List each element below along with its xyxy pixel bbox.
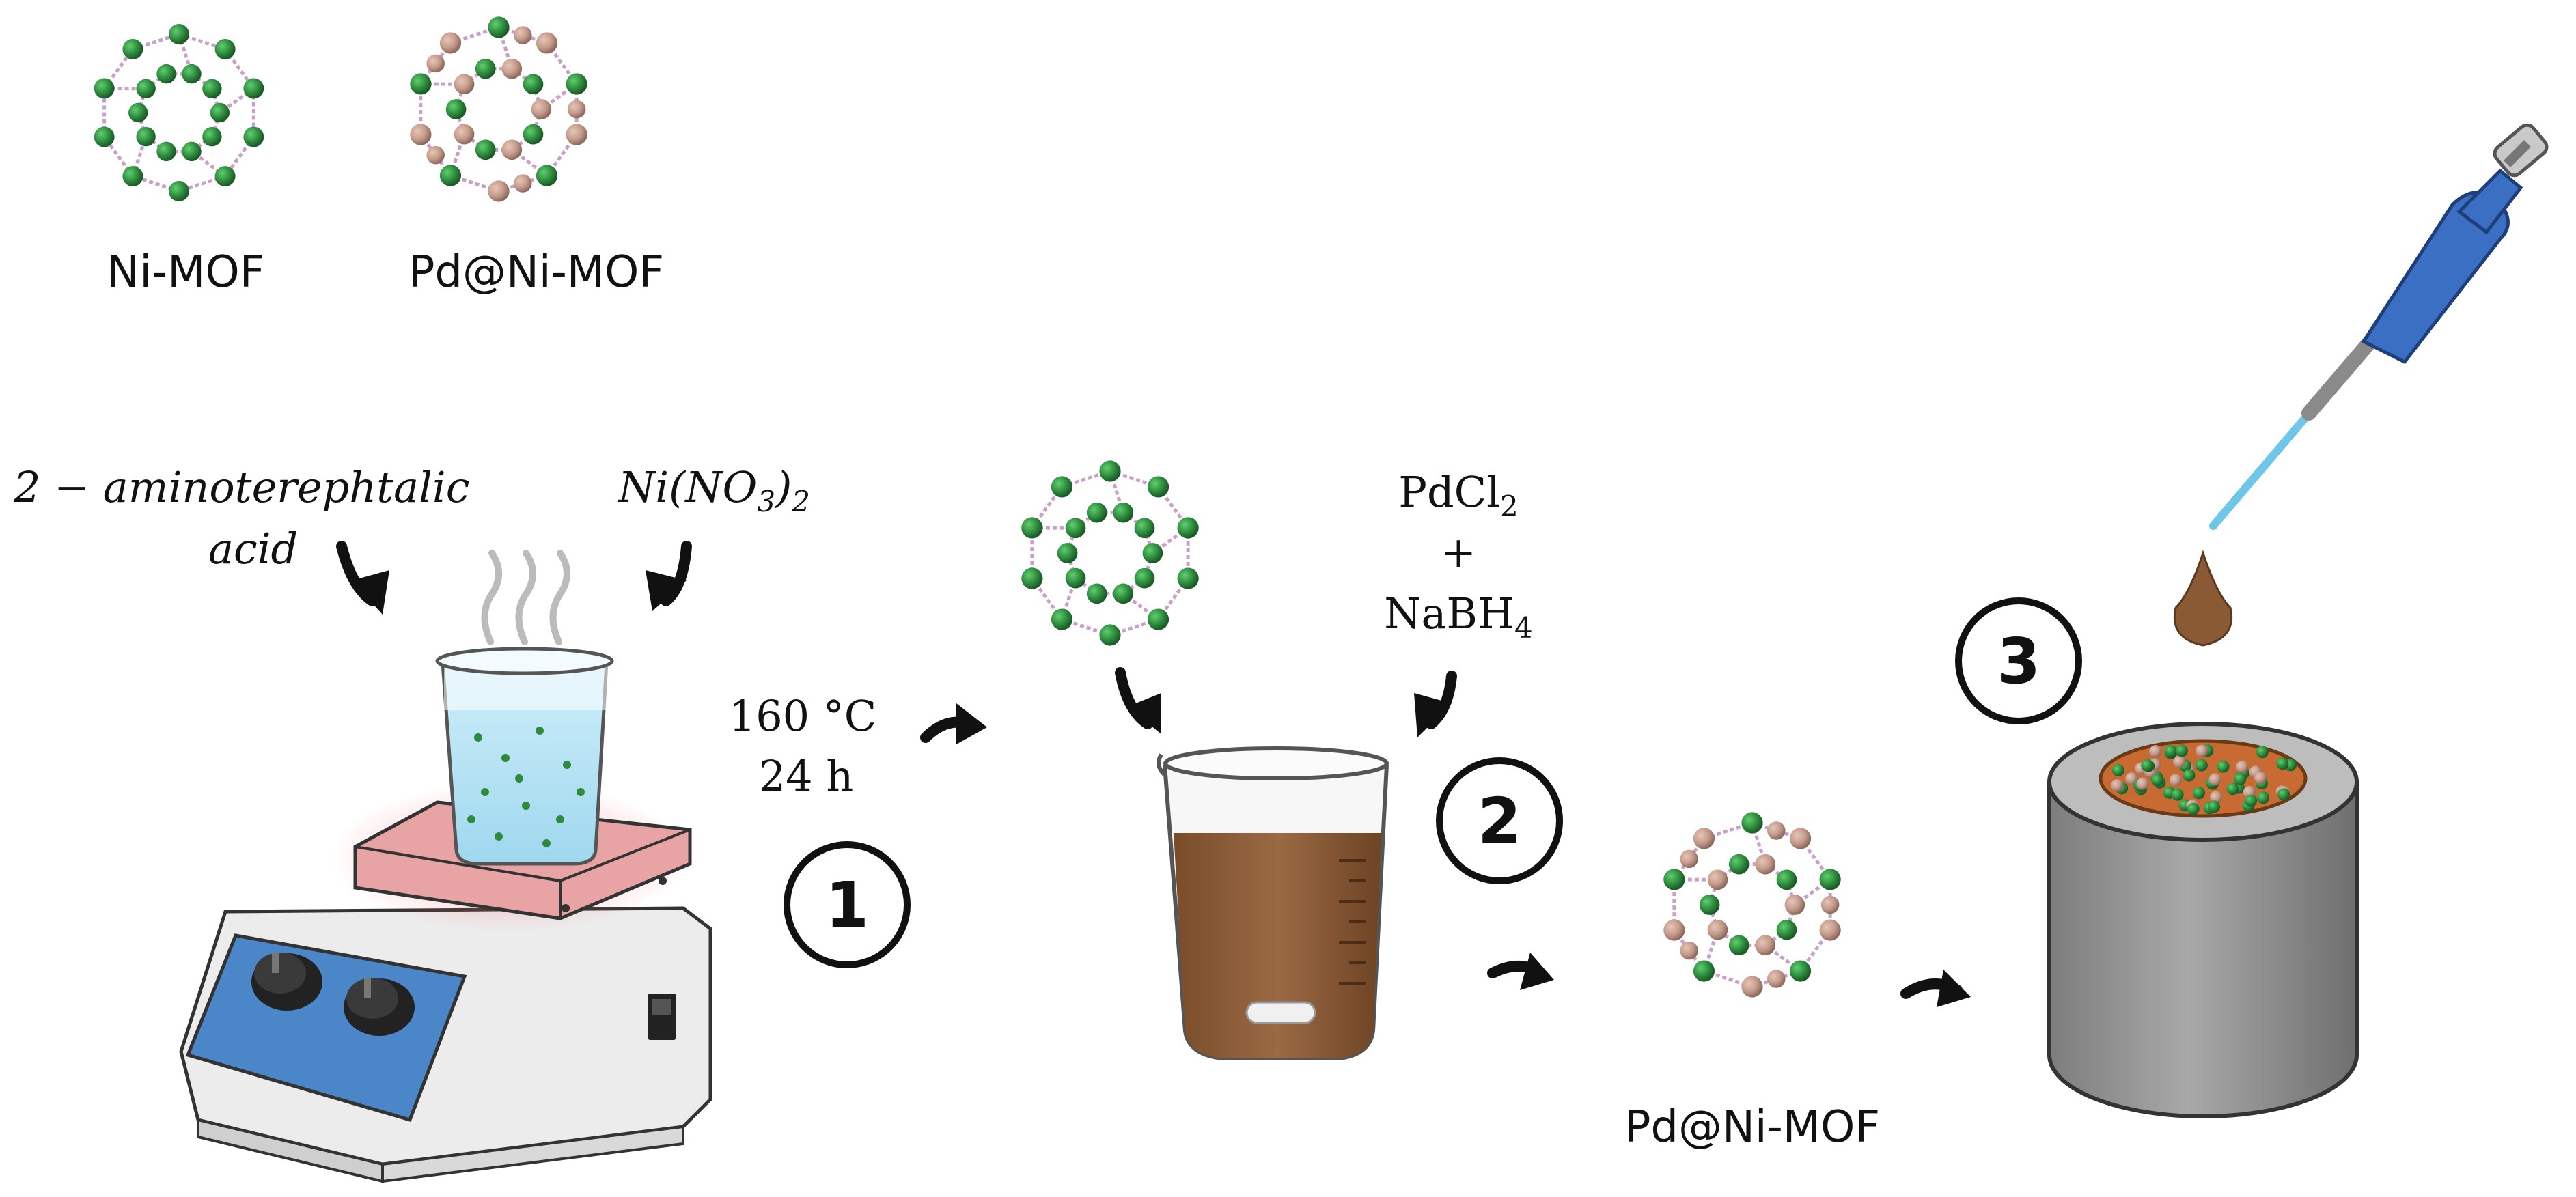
arrow-reducer-in-head (1414, 693, 1452, 737)
droplet-icon (2173, 550, 2233, 647)
beaker-heating (435, 550, 614, 866)
steam-icon (481, 550, 570, 645)
reagent-nickel-nitrate: Ni(NO3)2 (617, 462, 810, 518)
ni-mof-step2-icon (1021, 460, 1199, 646)
ni-mof-label: Ni-MOF (107, 247, 264, 298)
arrow-reagent-a-head (352, 570, 389, 615)
svg-text:3: 3 (1997, 625, 2040, 698)
arrow-step3-head (1937, 970, 1971, 1007)
product-label: Pd@Ni-MOF (1624, 1102, 1880, 1153)
graduation-marks (1339, 859, 1366, 985)
legend-pd-ni-mof: Pd@Ni-MOF (408, 16, 664, 298)
step-3-badge: 3 (1955, 597, 2082, 724)
pipette-icon (2209, 123, 2549, 530)
step-1-badge: 1 (784, 841, 911, 968)
arrow-step1-head (956, 703, 987, 744)
surface-particles (2111, 744, 2297, 815)
pd-ni-mof-icon (410, 16, 587, 202)
reagent-aminoterephthalic-line1: 2 − aminoterephtalic (13, 462, 469, 512)
step-2-badge: 2 (1436, 757, 1563, 884)
reaction-time: 24 h (759, 751, 854, 801)
knob-left (251, 953, 322, 1011)
dispersed-particles (467, 727, 585, 847)
reagent-aminoterephthalic-line2: acid (208, 524, 298, 574)
legend-ni-mof: Ni-MOF (94, 24, 265, 298)
arrow-mof-in (1115, 667, 1153, 729)
svg-text:2: 2 (1478, 785, 1521, 858)
reagent-plus: + (1441, 527, 1476, 577)
pd-ni-mof-label: Pd@Ni-MOF (408, 247, 664, 298)
arrow-reagent-b-head (646, 570, 687, 611)
arrow-mof-in-head (1127, 693, 1161, 734)
knob-right (344, 978, 415, 1036)
reagent-pdcl2: PdCl2 (1398, 467, 1518, 523)
beaker-pd-reduction (1157, 746, 1389, 1060)
reaction-temperature: 160 °C (729, 691, 877, 741)
ni-mof-icon (94, 24, 264, 201)
electrode-icon (2047, 722, 2359, 1118)
stir-bar (1245, 1001, 1316, 1024)
pd-ni-mof-product-icon (1663, 812, 1841, 998)
power-switch (648, 994, 676, 1040)
arrow-step2-head (1520, 953, 1554, 990)
hot-plate-stirrer (179, 550, 712, 1183)
svg-text:1: 1 (825, 869, 869, 942)
reagent-nabh4: NaBH4 (1384, 589, 1533, 645)
